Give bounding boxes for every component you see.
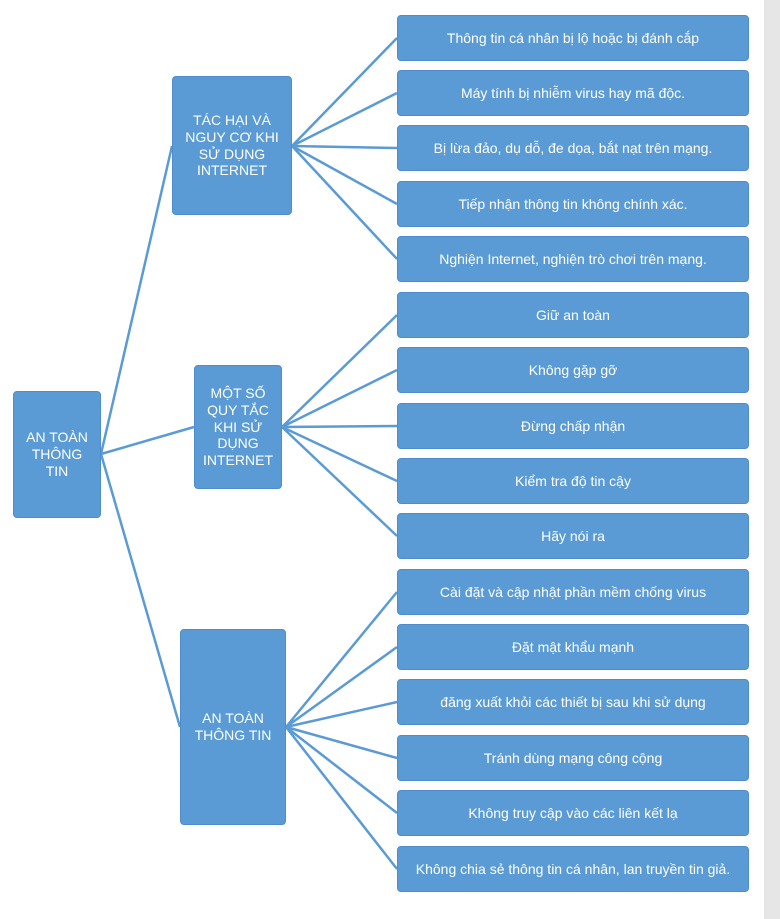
branch-node-rules: MỘT SỐ QUY TẮC KHI SỬ DỤNG INTERNET [194,365,282,489]
leaf-node: Nghiện Internet, nghiện trò chơi trên mạ… [397,236,749,282]
leaf-node: Không chia sẻ thông tin cá nhân, lan tru… [397,846,749,892]
leaf-node: Không truy cập vào các liên kết lạ [397,790,749,836]
connector-line [291,91,398,148]
connector-line [281,368,398,429]
connector-line [291,37,398,147]
leaf-node: Tiếp nhận thông tin không chính xác. [397,181,749,227]
connector-line [291,145,398,260]
connector-line [291,144,398,150]
connector-line [281,426,398,537]
connector-line [285,700,398,729]
leaf-node: Không gặp gỡ [397,347,749,393]
connector-line [285,645,398,729]
leaf-node: Hãy nói ra [397,513,749,559]
connector-line [285,726,398,814]
connector-line [99,453,182,728]
leaf-node: Kiểm tra độ tin cậy [397,458,749,504]
leaf-node: Đặt mật khẩu mạnh [397,624,749,670]
branch-node-security: AN TOÀN THÔNG TIN [180,629,286,825]
connector-line [281,424,398,429]
leaf-node: Máy tính bị nhiễm virus hay mã độc. [397,70,749,116]
leaf-node: Giữ an toàn [397,292,749,338]
leaf-node: Bị lừa đảo, dụ dỗ, đe dọa, bắt nạt trên … [397,125,749,171]
scrollbar-track[interactable] [764,0,780,919]
branch-node-harms: TÁC HẠI VÀ NGUY CƠ KHI SỬ DỤNG INTERNET [172,76,292,215]
connector-line [291,144,398,206]
connector-line [285,726,398,870]
connector-line [285,725,398,760]
connector-line [100,425,195,456]
root-node: AN TOÀN THÔNG TIN [13,391,101,518]
connector-line [281,314,398,428]
leaf-node: Thông tin cá nhân bị lộ hoặc bị đánh cắp [397,15,749,61]
connector-line [99,145,174,455]
leaf-node: đăng xuất khỏi các thiết bị sau khi sử d… [397,679,749,725]
leaf-node: Đừng chấp nhận [397,403,749,449]
leaf-node: Tránh dùng mạng công cộng [397,735,749,781]
connector-line [281,425,398,483]
connector-line [285,591,398,728]
leaf-node: Cài đặt và cập nhật phần mềm chống virus [397,569,749,615]
